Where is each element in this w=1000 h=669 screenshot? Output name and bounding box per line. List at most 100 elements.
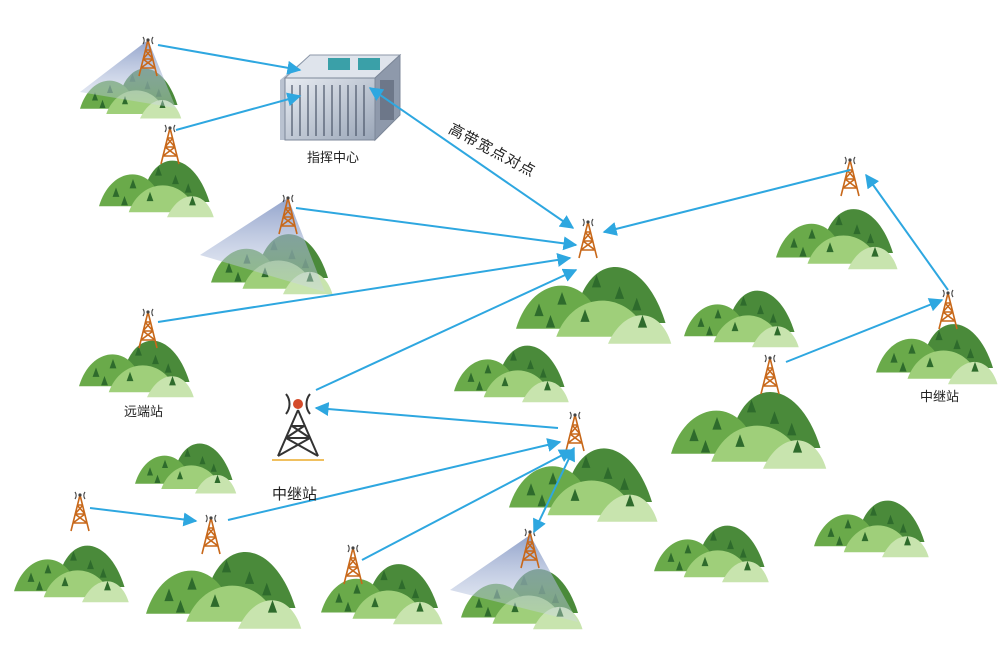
link-arrow — [315, 268, 578, 391]
tree-icon — [667, 552, 675, 562]
link-arrow — [295, 207, 578, 251]
hill-cluster — [684, 290, 799, 348]
tree-icon — [890, 352, 898, 363]
antenna-tower-icon — [278, 194, 298, 235]
tree-icon — [510, 351, 517, 361]
link-arrow — [865, 173, 949, 291]
tree-icon — [27, 572, 35, 582]
hill-cluster — [516, 266, 672, 344]
tree-icon — [164, 588, 174, 602]
tree-icon — [189, 196, 196, 206]
tree-icon — [411, 588, 420, 599]
tree-icon — [135, 346, 142, 356]
tree-icon — [484, 606, 492, 617]
tree-icon — [539, 368, 547, 378]
tree-icon — [774, 326, 781, 336]
tree-icon — [99, 568, 107, 578]
hill-cluster — [79, 340, 194, 398]
tree-icon — [177, 471, 183, 480]
link-arrow — [89, 507, 198, 527]
tree-icon — [380, 570, 388, 581]
tree-icon — [866, 233, 875, 244]
tree-icon — [700, 439, 711, 453]
tree-icon — [769, 411, 780, 424]
tree-icon — [689, 428, 699, 442]
tree-icon — [625, 494, 635, 507]
link-arrow — [314, 402, 559, 429]
link-arrow — [227, 438, 562, 521]
antenna-tower-icon — [138, 36, 158, 77]
tree-icon — [221, 559, 232, 573]
tree-icon — [87, 559, 94, 570]
tree-icon — [104, 581, 111, 591]
tree-icon — [527, 359, 534, 370]
tree-icon — [871, 246, 879, 257]
tree-icon — [853, 224, 861, 235]
tree-icon — [70, 551, 77, 561]
tree-icon — [870, 506, 877, 516]
hill-cluster — [654, 525, 769, 583]
tree-icon — [371, 597, 379, 608]
tree-icon — [534, 303, 544, 317]
hill-cluster — [146, 551, 302, 629]
tree-icon — [739, 548, 747, 558]
tree-icon — [899, 361, 907, 372]
link-arrow — [157, 44, 302, 75]
tree-icon — [335, 592, 343, 603]
tree-icon — [790, 237, 798, 248]
antenna-tower-icon — [938, 289, 958, 330]
antenna-tower-icon — [343, 544, 363, 585]
tree-icon — [557, 291, 567, 305]
hill-cluster — [814, 500, 929, 558]
tree-icon — [953, 339, 961, 350]
tree-icon — [244, 571, 255, 584]
tree-icon — [353, 583, 361, 594]
link-arrow — [175, 92, 302, 131]
antenna-tower-icon — [201, 514, 221, 555]
tree-icon — [966, 348, 975, 359]
tree-icon — [147, 467, 153, 476]
tree-icon — [234, 271, 242, 282]
tree-icon — [511, 602, 519, 613]
hill-cluster — [509, 448, 658, 522]
tree-icon — [926, 357, 934, 368]
tree-icon — [701, 556, 709, 567]
tree-icon — [835, 215, 843, 226]
tree-icon — [121, 196, 128, 206]
antenna-tower-icon — [138, 308, 158, 349]
tree-icon — [908, 343, 916, 354]
tree-icon — [899, 523, 907, 533]
tree-icon — [827, 527, 835, 537]
tree-icon — [757, 304, 764, 315]
tree-icon — [92, 92, 98, 101]
tree-icon — [935, 330, 943, 341]
tree-icon — [164, 363, 172, 373]
tree-icon — [710, 531, 717, 541]
tree-icon — [101, 376, 108, 386]
tree-icon — [126, 371, 134, 382]
tree-icon — [746, 399, 757, 413]
hill-cluster — [13, 545, 129, 603]
tree-icon — [787, 422, 797, 436]
tree-icon — [603, 466, 613, 479]
tree-icon — [735, 434, 745, 447]
tree-icon — [175, 599, 186, 613]
tree-icon — [697, 317, 705, 327]
hill-cluster — [135, 443, 237, 494]
hill-cluster — [321, 564, 443, 625]
tree-icon — [484, 364, 492, 374]
tree-icon — [501, 376, 509, 387]
tree-icon — [591, 274, 602, 288]
link-arrow — [785, 298, 944, 363]
tree-icon — [155, 166, 162, 176]
relay-tower-icon — [272, 393, 324, 461]
antenna-tower-icon — [760, 354, 780, 395]
tree-icon — [904, 536, 911, 546]
tree-icon — [545, 314, 556, 328]
tree-icon — [184, 183, 192, 193]
tree-icon — [712, 416, 722, 430]
tree-icon — [172, 174, 179, 185]
tree-icon — [225, 262, 233, 273]
tree-icon — [727, 539, 734, 550]
